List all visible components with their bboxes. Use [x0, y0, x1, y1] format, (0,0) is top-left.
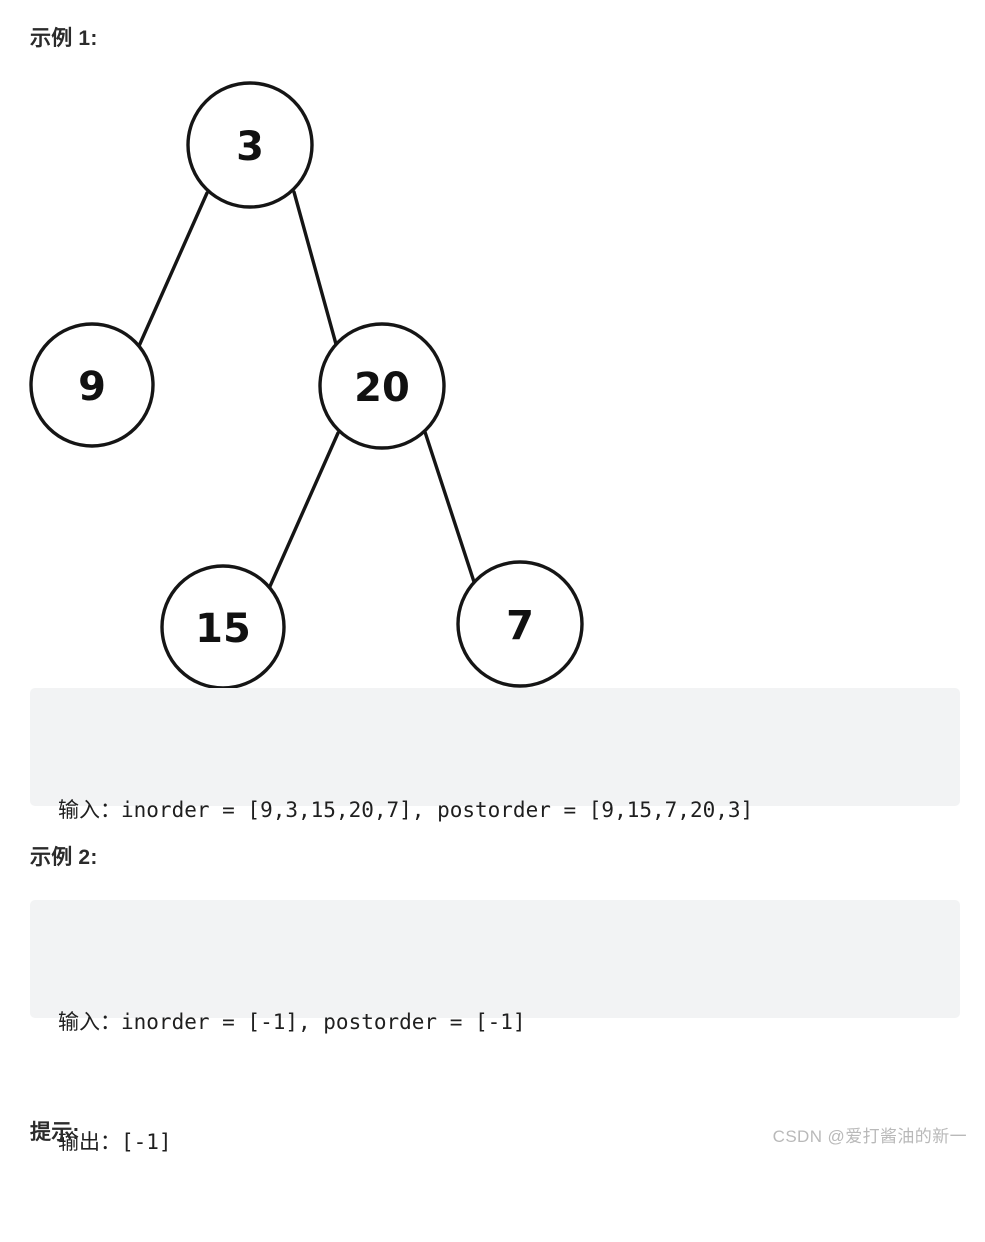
- code-block-example-1: 输入：inorder = [9,3,15,20,7], postorder = …: [30, 688, 960, 942]
- edge-right-to-right-left: [265, 431, 340, 595]
- node-circle-right-right: [456, 560, 584, 688]
- node-circle-root: [186, 81, 314, 209]
- node-label-right: 20: [354, 365, 410, 411]
- tree-node-left: 9: [29, 322, 155, 448]
- node-label-left: 9: [78, 364, 106, 410]
- document-page: 示例 1: 3 9 20 15: [0, 27, 967, 1154]
- node-circle-right: [318, 322, 446, 450]
- edge-right-to-right-right: [423, 430, 479, 593]
- tree-node-root: 3: [186, 81, 314, 209]
- code-block-example-2: 输入：inorder = [-1], postorder = [-1] 输出：[…: [30, 900, 960, 1154]
- code-line-input: 输入：inorder = [9,3,15,20,7], postorder = …: [58, 798, 754, 822]
- heading-hints: 提示:: [30, 1121, 80, 1144]
- tree-node-right-right: 7: [456, 560, 584, 688]
- tree-node-right-left: 15: [160, 564, 286, 690]
- heading-example-1: 示例 1:: [30, 27, 98, 50]
- edge-root-to-right: [292, 190, 341, 357]
- binary-tree-svg: 3 9 20 15 7: [29, 81, 584, 690]
- node-label-right-left: 15: [195, 606, 251, 652]
- code-line-input: 输入：inorder = [-1], postorder = [-1]: [58, 1010, 526, 1034]
- node-label-root: 3: [236, 124, 264, 170]
- tree-edges: [133, 190, 479, 595]
- csdn-watermark: CSDN @爱打酱油的新一: [772, 1127, 967, 1146]
- edge-root-to-left: [133, 191, 209, 357]
- heading-example-2: 示例 2:: [30, 846, 98, 869]
- node-circle-left: [29, 322, 155, 448]
- code-line-output: 输出：[-1]: [58, 1130, 172, 1154]
- binary-tree-diagram: 3 9 20 15 7: [0, 70, 640, 690]
- node-label-right-right: 7: [506, 603, 534, 649]
- tree-node-right: 20: [318, 322, 446, 450]
